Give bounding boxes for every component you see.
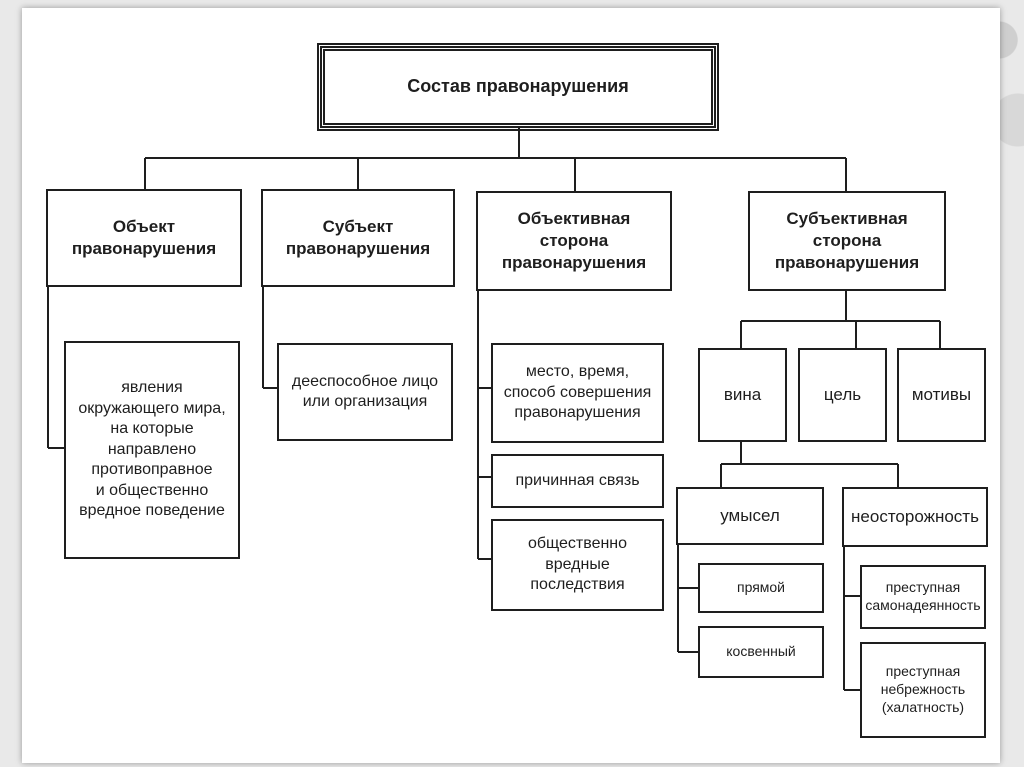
goal-node: цель: [798, 348, 887, 442]
guilt-node: вина: [698, 348, 787, 442]
subject-node: Субъект правонарушения: [261, 189, 455, 287]
direct-intent-node: прямой: [698, 563, 824, 613]
objective-side-node: Объективная сторона правонарушения: [476, 191, 672, 291]
objective-causal-link: причинная связь: [491, 454, 664, 508]
negligence-node: неосторожность: [842, 487, 988, 547]
indirect-intent-node: косвенный: [698, 626, 824, 678]
objective-consequences: общественно вредные последствия: [491, 519, 664, 611]
criminal-carelessness-node: преступная небрежность (халатность): [860, 642, 986, 738]
intent-node: умысел: [676, 487, 824, 545]
motives-node: мотивы: [897, 348, 986, 442]
objective-place-time-method: место, время, способ совершения правонар…: [491, 343, 664, 443]
criminal-presumption-node: преступная самонадеянность: [860, 565, 986, 629]
root-node: Состав правонарушения: [317, 43, 719, 131]
object-description: явления окружающего мира, на которые нап…: [64, 341, 240, 559]
subject-description: дееспособное лицо или организация: [277, 343, 453, 441]
object-node: Объект правонарушения: [46, 189, 242, 287]
slide: Состав правонарушения Объект правонаруше…: [22, 8, 1000, 763]
connector-lines: [47, 128, 941, 691]
subjective-side-node: Субъективная сторона правонарушения: [748, 191, 946, 291]
